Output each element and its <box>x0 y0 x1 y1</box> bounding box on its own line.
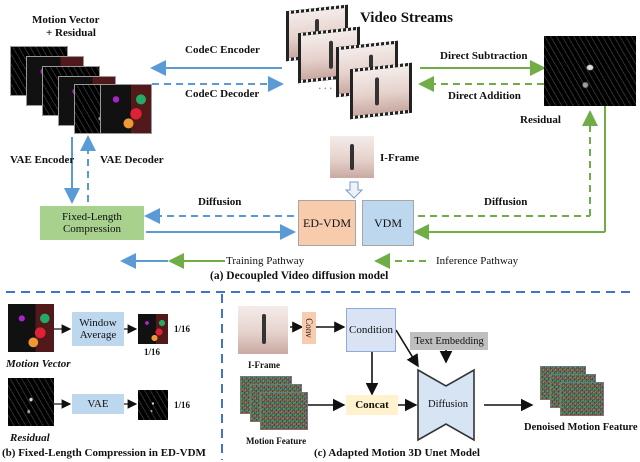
motion-feature-label: Motion Feature <box>246 436 307 446</box>
b-residual-image <box>8 378 54 426</box>
inference-pathway-label: Inference Pathway <box>436 255 519 267</box>
unet-shape <box>417 368 475 442</box>
direct-addition-label: Direct Addition <box>448 90 521 102</box>
concat-box: Concat <box>346 395 398 415</box>
codec-decoder-label: CodeC Decoder <box>185 88 260 100</box>
b-vae-box: VAE <box>72 394 124 414</box>
conv-label: Conv <box>304 318 315 338</box>
residual-plus-title: + Residual <box>46 27 96 39</box>
diffusion-unet-label: Diffusion <box>428 399 469 410</box>
edvdm-box: ED-VDM <box>298 200 356 246</box>
mv-residual-tile-6 <box>100 84 152 134</box>
fixed-length-compression-box: Fixed-Length Compression <box>40 206 144 240</box>
caption-b: (b) Fixed-Length Compression in ED-VDM <box>2 447 206 459</box>
b-residual-label: Residual <box>10 432 50 444</box>
video-streams-title: Video Streams <box>360 10 453 26</box>
b-ratio-below: 1/16 <box>144 347 161 357</box>
b-small-res-image <box>138 390 168 420</box>
b-motion-vector-image <box>8 304 54 352</box>
residual-image <box>544 36 636 106</box>
direct-subtraction-label: Direct Subtraction <box>440 50 528 62</box>
vdm-box: VDM <box>362 200 414 246</box>
vae-encoder-label: VAE Encoder <box>10 154 75 166</box>
conv-box: Conv <box>302 312 316 344</box>
motion-feature-tile-3 <box>260 392 308 430</box>
residual-label: Residual <box>520 114 561 126</box>
c-iframe-image <box>238 306 288 354</box>
training-pathway-label: Training Pathway <box>226 255 305 267</box>
b-motion-vector-label: Motion Vector <box>6 358 71 370</box>
ellipsis-dots: ∙∙∙ <box>318 82 335 97</box>
vae-decoder-label: VAE Decoder <box>100 154 164 166</box>
b-ratio-residual: 1/16 <box>174 400 191 410</box>
iframe-image <box>330 136 374 178</box>
caption-a: (a) Decoupled Video diffusion model <box>210 270 389 282</box>
condition-box: Condition <box>346 308 396 352</box>
b-small-mv-image <box>138 314 168 344</box>
diffusion-right-label: Diffusion <box>484 196 528 208</box>
iframe-down-arrow <box>344 181 364 199</box>
condition-to-unet-arrow <box>395 329 419 368</box>
c-iframe-label: I-Frame <box>248 360 280 370</box>
b-ratio-right: 1/16 <box>174 324 191 334</box>
motion-vector-title: Motion Vector <box>32 14 100 26</box>
codec-encoder-label: CodeC Encoder <box>185 44 260 56</box>
video-frame-4 <box>350 62 412 120</box>
diffusion-left-label: Diffusion <box>198 196 242 208</box>
text-embedding-box: Text Embedding <box>410 332 488 350</box>
caption-c: (c) Adapted Motion 3D Unet Model <box>314 447 480 459</box>
denoised-label: Denoised Motion Feature <box>524 422 638 433</box>
denoised-tile-3 <box>560 382 604 416</box>
window-average-box: Window Average <box>72 312 124 346</box>
iframe-label: I-Frame <box>380 152 420 164</box>
